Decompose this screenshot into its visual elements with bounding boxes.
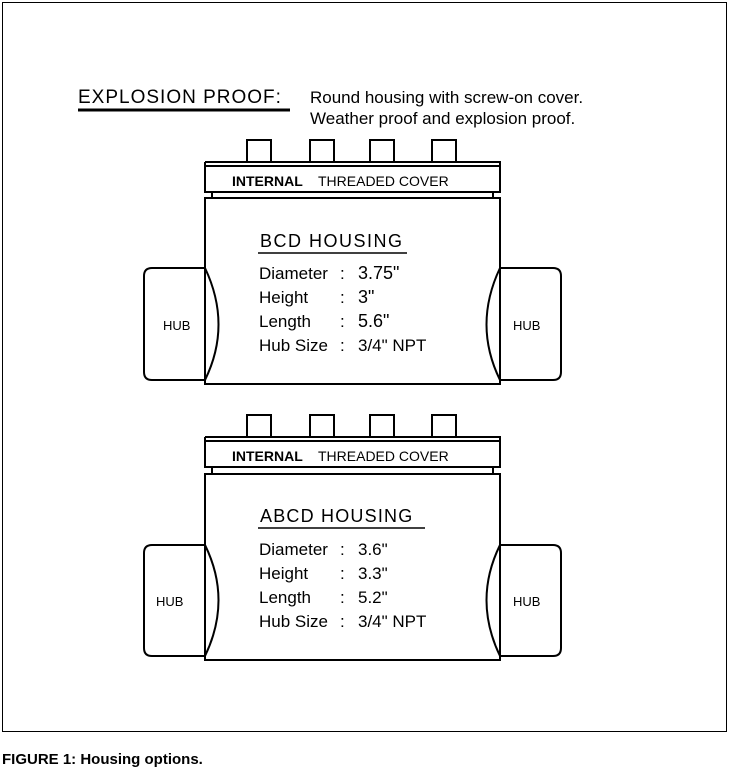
spec-value: 3"	[358, 287, 374, 307]
header-description-line2: Weather proof and explosion proof.	[310, 109, 575, 128]
spec-sep: :	[340, 264, 345, 283]
threaded-cover	[204, 165, 501, 193]
cover-knob	[246, 139, 272, 163]
spec-sep: :	[340, 588, 345, 607]
spec-label: Height	[259, 564, 308, 583]
spec-label: Diameter	[259, 264, 328, 283]
spec-sep: :	[340, 288, 345, 307]
figure-caption: FIGURE 1: Housing options.	[2, 751, 203, 768]
spec-sep: :	[340, 336, 345, 355]
cover-knob	[369, 139, 395, 163]
spec-value: 5.2"	[358, 588, 388, 607]
housing-abcd: INTERNAL THREADED COVER HUB HUB ABCD HOU…	[143, 414, 562, 661]
spec-label: Height	[259, 288, 308, 307]
spec-label: Length	[259, 588, 311, 607]
hub-label-left: HUB	[156, 594, 183, 609]
housing-body	[204, 473, 501, 661]
header-description-line1: Round housing with screw-on cover.	[310, 88, 583, 107]
hub-label-right: HUB	[513, 594, 540, 609]
spec-value: 3.6"	[358, 540, 388, 559]
spec-value: 3.75"	[358, 263, 399, 283]
housing-name: BCD HOUSING	[260, 231, 404, 251]
cover-label: THREADED COVER	[318, 173, 449, 189]
spec-label: Hub Size	[259, 336, 328, 355]
spec-sep: :	[340, 540, 345, 559]
spec-value: 3/4" NPT	[358, 336, 426, 355]
cover-knob	[431, 139, 457, 163]
hub-label-right: HUB	[513, 318, 540, 333]
spec-value: 3.3"	[358, 564, 388, 583]
cover-knob	[369, 414, 395, 438]
spec-label: Length	[259, 312, 311, 331]
spec-sep: :	[340, 312, 345, 331]
figure-frame	[2, 2, 727, 732]
spec-label: Diameter	[259, 540, 328, 559]
spec-value: 5.6"	[358, 311, 389, 331]
header-title: EXPLOSION PROOF:	[78, 87, 282, 108]
spec-sep: :	[340, 612, 345, 631]
housing-diagram: EXPLOSION PROOF: Round housing with scre…	[78, 87, 583, 661]
threaded-cover	[204, 440, 501, 468]
cover-knob	[431, 414, 457, 438]
cover-label-bold: INTERNAL	[232, 448, 303, 464]
cover-knob	[246, 414, 272, 438]
housing-body	[204, 197, 501, 385]
spec-label: Hub Size	[259, 612, 328, 631]
spec-value: 3/4" NPT	[358, 612, 426, 631]
cover-knob	[309, 414, 335, 438]
hub-label-left: HUB	[163, 318, 190, 333]
cover-knob	[309, 139, 335, 163]
cover-label-bold: INTERNAL	[232, 173, 303, 189]
housing-bcd: INTERNAL THREADED COVER HUB HUB BCD HOUS…	[143, 139, 562, 385]
spec-sep: :	[340, 564, 345, 583]
cover-label: THREADED COVER	[318, 448, 449, 464]
housing-name: ABCD HOUSING	[260, 506, 413, 526]
